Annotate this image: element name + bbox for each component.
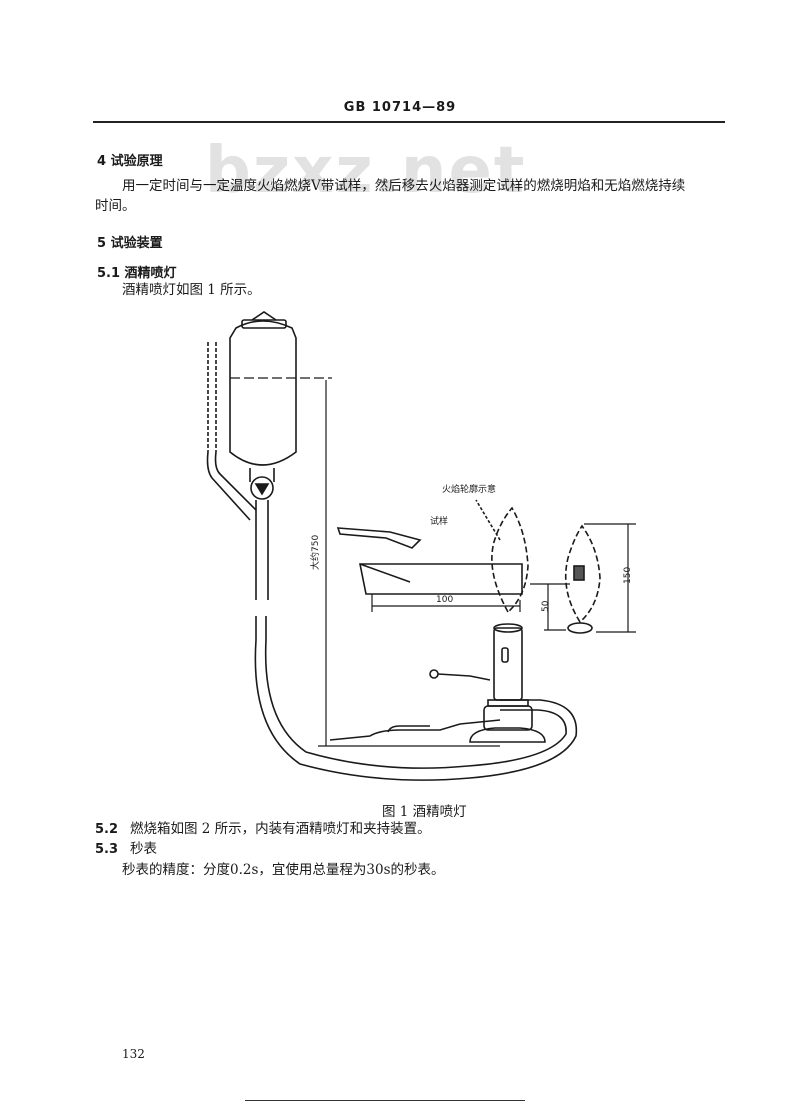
section-4-line-1: 用一定时间与一定温度火焰燃烧V带试样，然后移去火焰器测定试样的燃烧明焰和无焰燃烧… [122,178,686,194]
label-specimen: 试样 [430,515,448,527]
section-5-heading: 5 试验装置 [97,236,163,251]
section-5-3-text: 秒表的精度：分度0.2s，宜使用总量程为30s的秒表。 [122,862,445,878]
section-4-heading: 4 试验原理 [97,154,163,169]
header-rule [93,121,725,123]
section-5-3-number: 5.3 [95,842,119,857]
section-5-1-heading: 5.1 酒精喷灯 [97,266,177,281]
label-flame-outline: 火焰轮廓示意 [442,483,496,495]
section-5-2-text: 燃烧箱如图 2 所示，内装有酒精喷灯和夹持装置。 [130,821,431,837]
dim-750: 大约750 [309,535,321,570]
dim-50: 50 [541,600,551,612]
footer-rule [245,1100,525,1101]
section-5-1-text: 酒精喷灯如图 1 所示。 [122,282,261,298]
section-5-2-number: 5.2 [95,822,119,837]
figure-caption: 图 1 酒精喷灯 [382,804,467,820]
dim-100: 100 [436,595,453,605]
standard-header: GB 10714—89 [343,100,457,115]
page-number: 132 [122,1047,145,1061]
dim-150: 150 [623,567,633,584]
watermark: bzxz.net [205,134,527,208]
section-4-line-2: 时间。 [95,198,136,214]
section-5-3-heading: 秒表 [130,841,157,857]
